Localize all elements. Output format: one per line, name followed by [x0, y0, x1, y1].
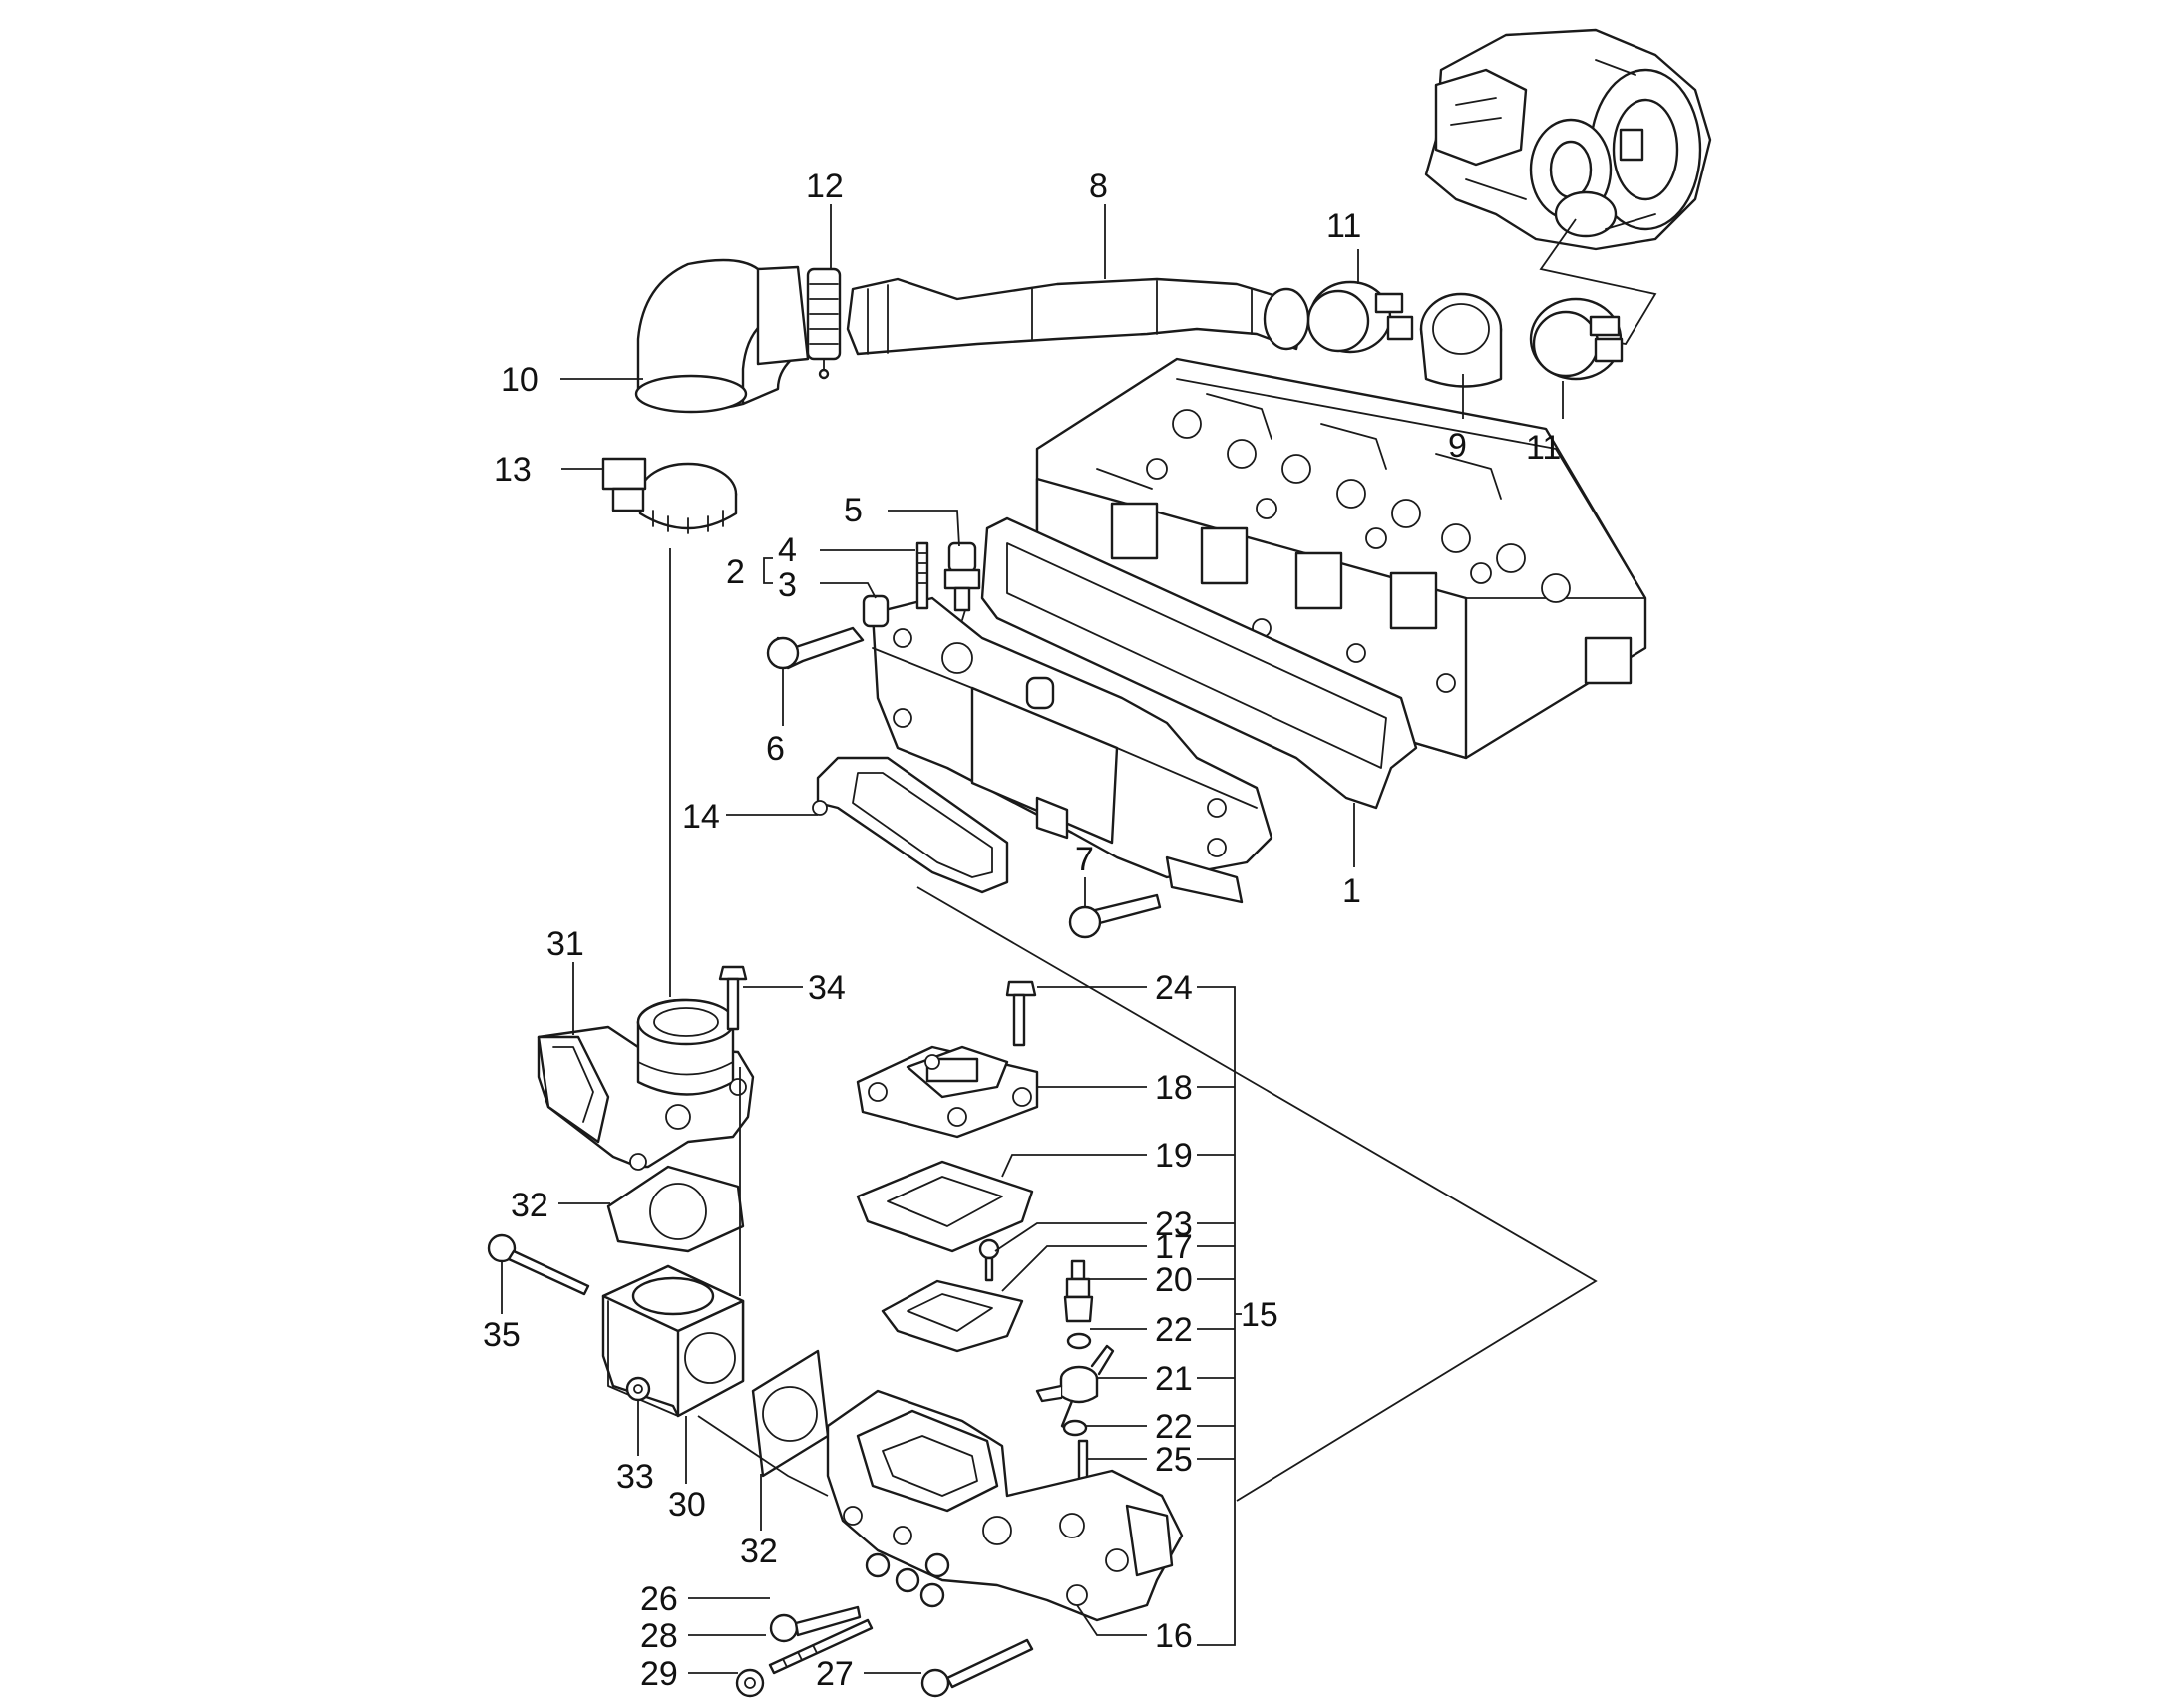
fitting-20	[1063, 1259, 1094, 1323]
callout-22a: 22	[1155, 1311, 1193, 1349]
stud-25	[1077, 1439, 1089, 1483]
hose-clamp-13	[601, 457, 738, 534]
callout-8: 8	[1089, 168, 1108, 205]
gasket-19	[856, 1160, 1034, 1253]
bolt-35	[487, 1233, 590, 1296]
turbocharger	[1424, 28, 1712, 251]
bushing-3	[862, 594, 890, 628]
callout-16: 16	[1155, 1617, 1193, 1655]
reed-plate-17	[881, 1279, 1024, 1353]
callout-35: 35	[483, 1316, 521, 1354]
bolt-7	[1068, 893, 1162, 939]
callout-24: 24	[1155, 969, 1193, 1007]
throttle-adapter	[601, 1264, 745, 1418]
callout-6: 6	[766, 730, 785, 768]
callout-17: 17	[1155, 1228, 1193, 1266]
callout-20: 20	[1155, 1261, 1193, 1299]
nut-29	[735, 1668, 765, 1698]
hose-clamp-11a	[1306, 280, 1414, 354]
rubber-sleeve	[1419, 292, 1503, 388]
hose-clamp-11b	[1529, 297, 1624, 381]
callout-33: 33	[616, 1458, 654, 1496]
callout-22b: 22	[1155, 1408, 1193, 1446]
gasket-14	[816, 756, 1009, 894]
callout-32b: 32	[740, 1533, 778, 1570]
stud-4	[915, 541, 929, 610]
callout-2: 2	[726, 553, 745, 591]
banjo-21	[1035, 1344, 1115, 1433]
callout-30: 30	[668, 1486, 706, 1524]
callout-labels: 1 2 3 4 5 6 7 8 9 10 11 11 12 13 14 15 1…	[483, 168, 1561, 1693]
screw-23	[978, 1238, 1000, 1282]
callout-13: 13	[494, 451, 532, 489]
egr-cover	[856, 1045, 1039, 1139]
callout-1: 1	[1342, 872, 1361, 910]
callout-29: 29	[640, 1655, 678, 1693]
callout-31: 31	[546, 925, 584, 963]
callout-3: 3	[778, 566, 797, 604]
callout-19: 19	[1155, 1137, 1193, 1175]
intercooler-hose	[846, 277, 1303, 356]
callout-12: 12	[806, 168, 844, 205]
washer-22b	[1062, 1419, 1088, 1437]
nut-33	[625, 1376, 651, 1402]
callout-28: 28	[640, 1617, 678, 1655]
bolt-27	[920, 1638, 1034, 1698]
sensor-5	[943, 541, 981, 621]
callout-25: 25	[1155, 1441, 1193, 1479]
callout-34: 34	[808, 969, 846, 1007]
callout-11a: 11	[1326, 207, 1361, 245]
callout-21: 21	[1155, 1360, 1193, 1398]
intake-manifold	[871, 596, 1273, 904]
manifold-gasket	[980, 516, 1418, 810]
callout-11b: 11	[1526, 429, 1561, 467]
throttle-body	[537, 998, 755, 1171]
callout-10: 10	[501, 361, 539, 399]
callout-26: 26	[640, 1580, 678, 1618]
bolt-34	[718, 965, 748, 1031]
leader-lines	[501, 204, 1564, 1674]
mixer-housing	[826, 1389, 1184, 1622]
callout-4: 4	[778, 531, 797, 569]
callout-27: 27	[816, 1655, 854, 1693]
callout-7: 7	[1075, 841, 1094, 878]
callout-14: 14	[682, 798, 720, 836]
washer-22a	[1066, 1332, 1092, 1350]
callout-15: 15	[1241, 1296, 1278, 1334]
hose-clamp-12	[806, 267, 842, 380]
callout-32a: 32	[511, 1187, 548, 1224]
callout-9: 9	[1448, 427, 1467, 465]
callout-18: 18	[1155, 1069, 1193, 1107]
stud-28	[768, 1618, 874, 1675]
bolt-26	[769, 1605, 862, 1643]
callout-5: 5	[844, 492, 863, 529]
bolt-6	[766, 626, 865, 670]
bolt-24	[1005, 980, 1037, 1047]
callout-23: 23	[1155, 1205, 1193, 1243]
